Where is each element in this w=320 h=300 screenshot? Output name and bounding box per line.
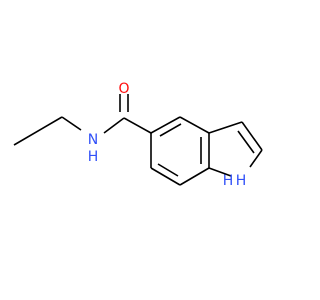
bond-pyrrole-c2-n1 [249, 149, 263, 168]
oxygen-atom-label: O [118, 81, 129, 97]
bond-ch2-n [61, 116, 82, 131]
bond-ring-c7a-c7 [179, 167, 210, 186]
bond-pyrrole-c3a-c3 [208, 121, 243, 134]
bond-aromatic-inner-1 [159, 123, 182, 137]
bond-pyrrole-c3-c2 [241, 121, 263, 151]
atom-labels: O N H H H [88, 81, 247, 189]
bond-pyrrole-n1-c7a [208, 167, 232, 177]
amide-hydrogen-label: H [88, 149, 99, 165]
bond-lines [13, 94, 263, 186]
bond-methyl-ch2 [13, 116, 63, 146]
bond-ring-c7-c6 [150, 167, 181, 186]
indole-hydrogen-label: H [223, 173, 234, 189]
bond-aromatic-inner-3 [157, 163, 179, 177]
bond-ring-c5-c4 [150, 116, 181, 134]
indole-nitrogen-label: H [236, 173, 247, 189]
molecule-structure: O N H H H [13, 81, 263, 189]
amide-nitrogen-label: N [88, 132, 98, 148]
bond-n-carbonyl [103, 117, 125, 134]
bond-ring-c4-c3a [179, 116, 210, 134]
bond-carbonyl-ring [123, 117, 152, 134]
bond-pyrrole-c3-c2-inner [237, 130, 255, 154]
